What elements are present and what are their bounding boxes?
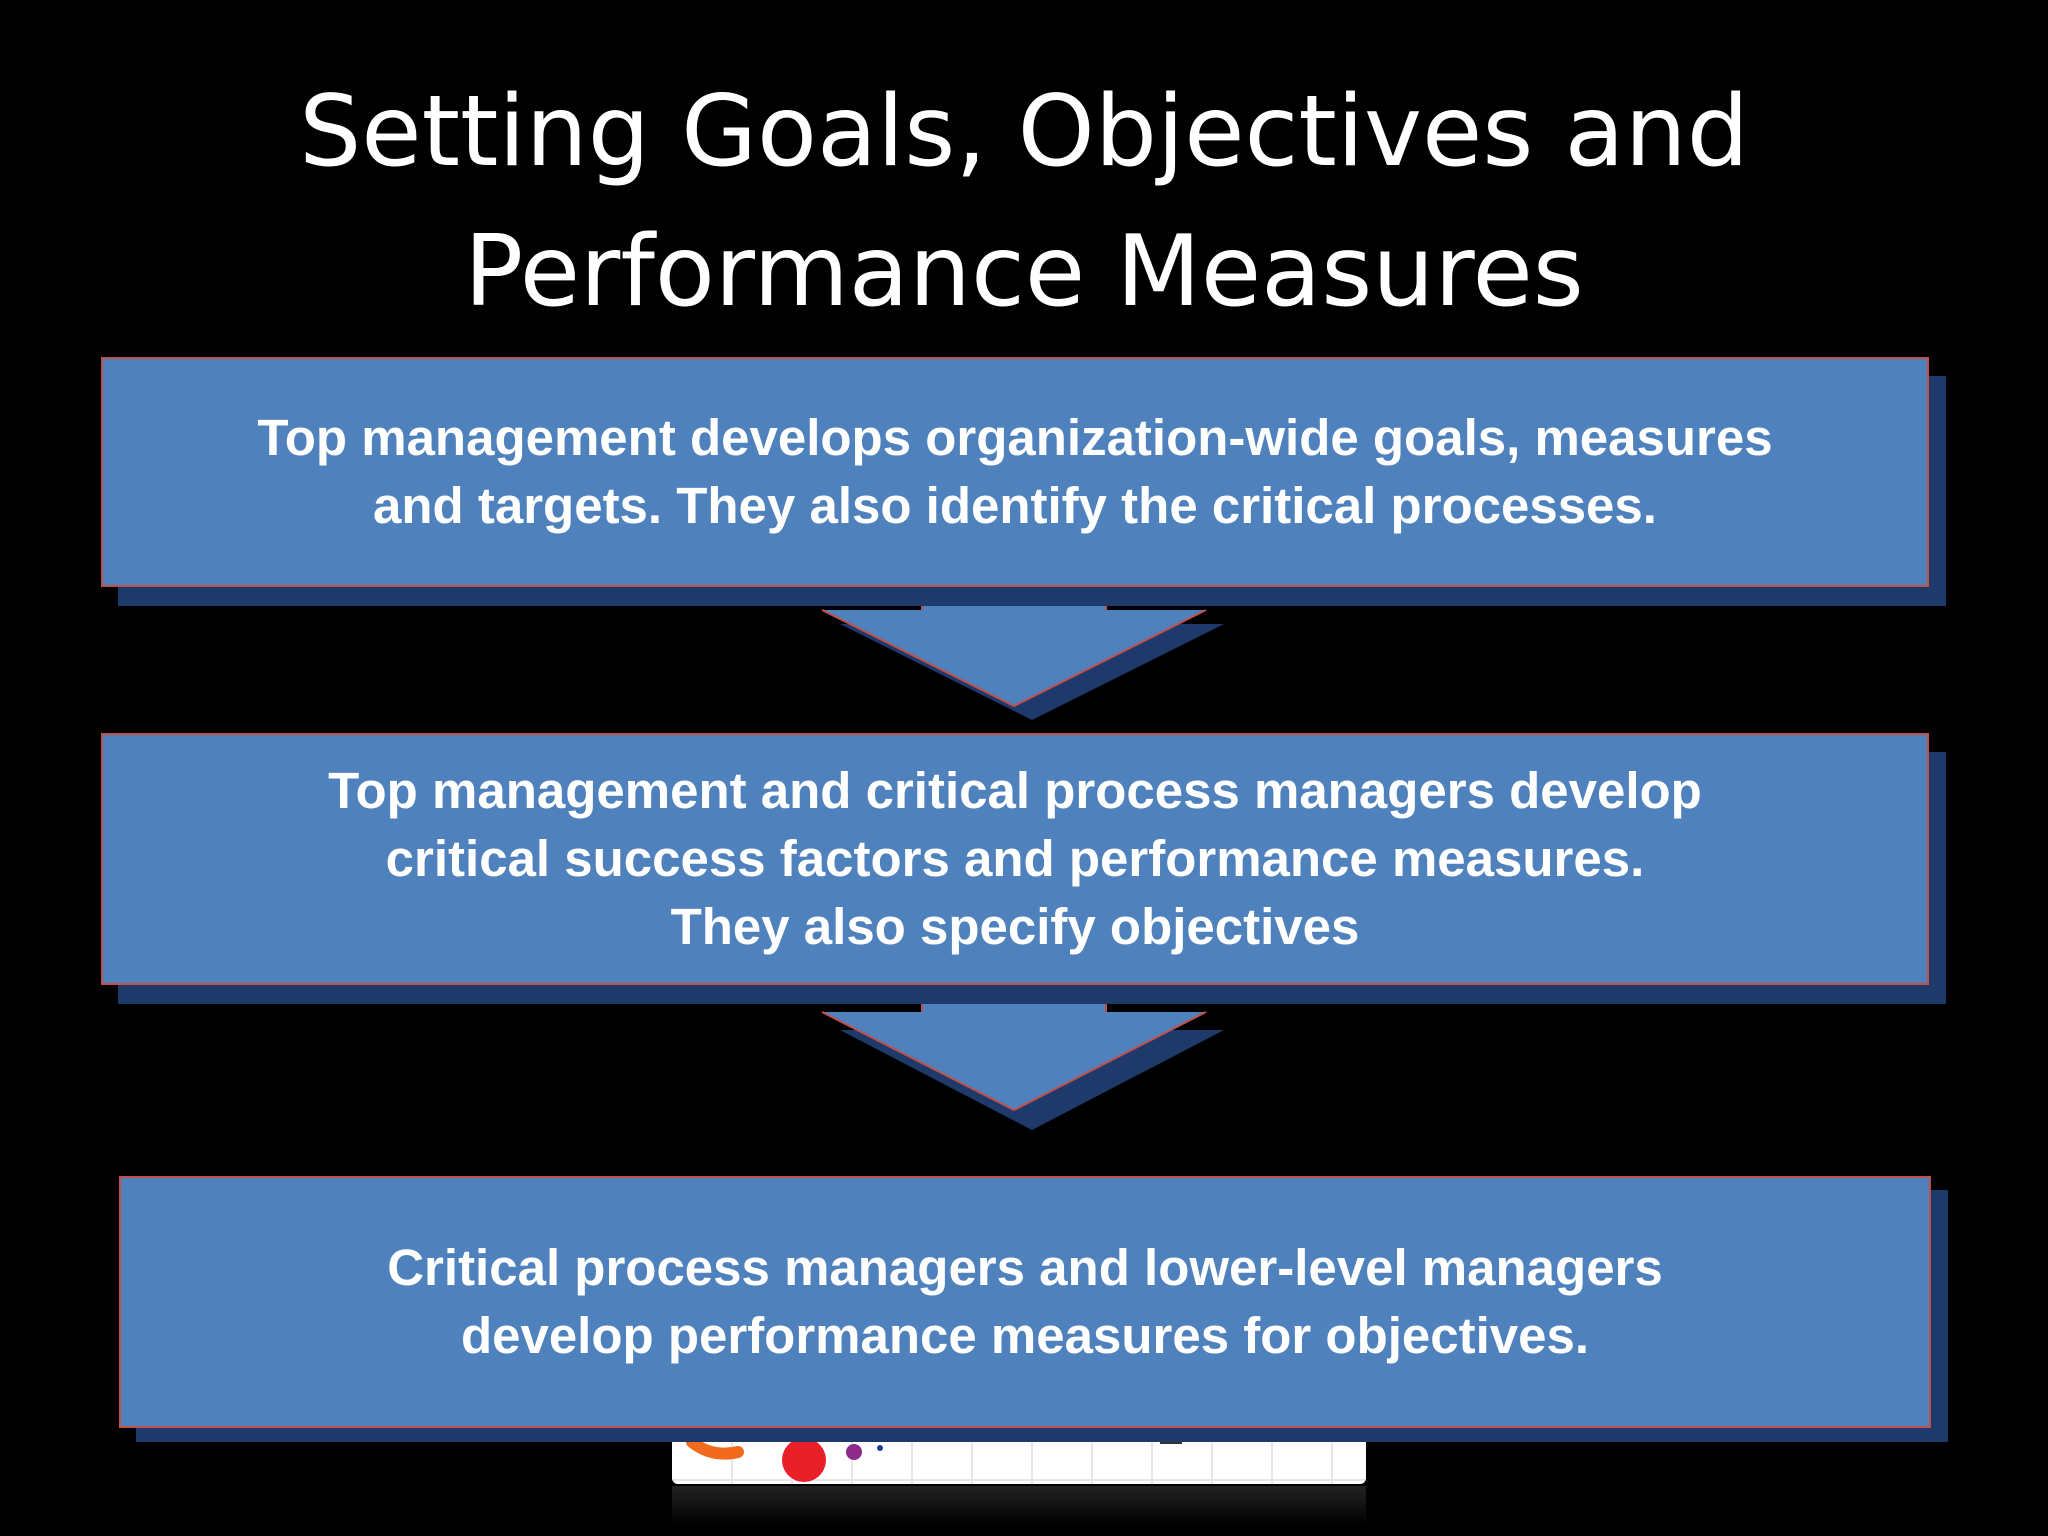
step-2-line-3: They also specify objectives [670,898,1360,955]
slide-title: Setting Goals, Objectives and Performanc… [0,62,2048,342]
step-1-text: Top management develops organization-wid… [257,404,1772,540]
title-line-1: Setting Goals, Objectives and [299,75,1749,189]
down-arrow-icon [821,586,1224,720]
step-2-text: Top management and critical process mana… [328,757,1702,961]
step-1-box: Top management develops organization-wid… [101,357,1929,587]
step-3-box: Critical process managers and lower-leve… [119,1176,1931,1428]
step-1-line-2: and targets. They also identify the crit… [373,477,1657,534]
step-2-box: Top management and critical process mana… [101,733,1929,985]
title-line-2: Performance Measures [464,215,1584,329]
step-3-line-1: Critical process managers and lower-leve… [387,1239,1663,1296]
step-2-line-2: critical success factors and performance… [385,830,1645,887]
step-3-text: Critical process managers and lower-leve… [387,1234,1663,1370]
step-3-line-2: develop performance measures for objecti… [460,1307,1590,1364]
step-1-line-1: Top management develops organization-wid… [257,409,1773,466]
down-arrow-icon [821,984,1224,1130]
step-2-line-1: Top management and critical process mana… [328,762,1702,819]
image-reflection [672,1486,1366,1526]
